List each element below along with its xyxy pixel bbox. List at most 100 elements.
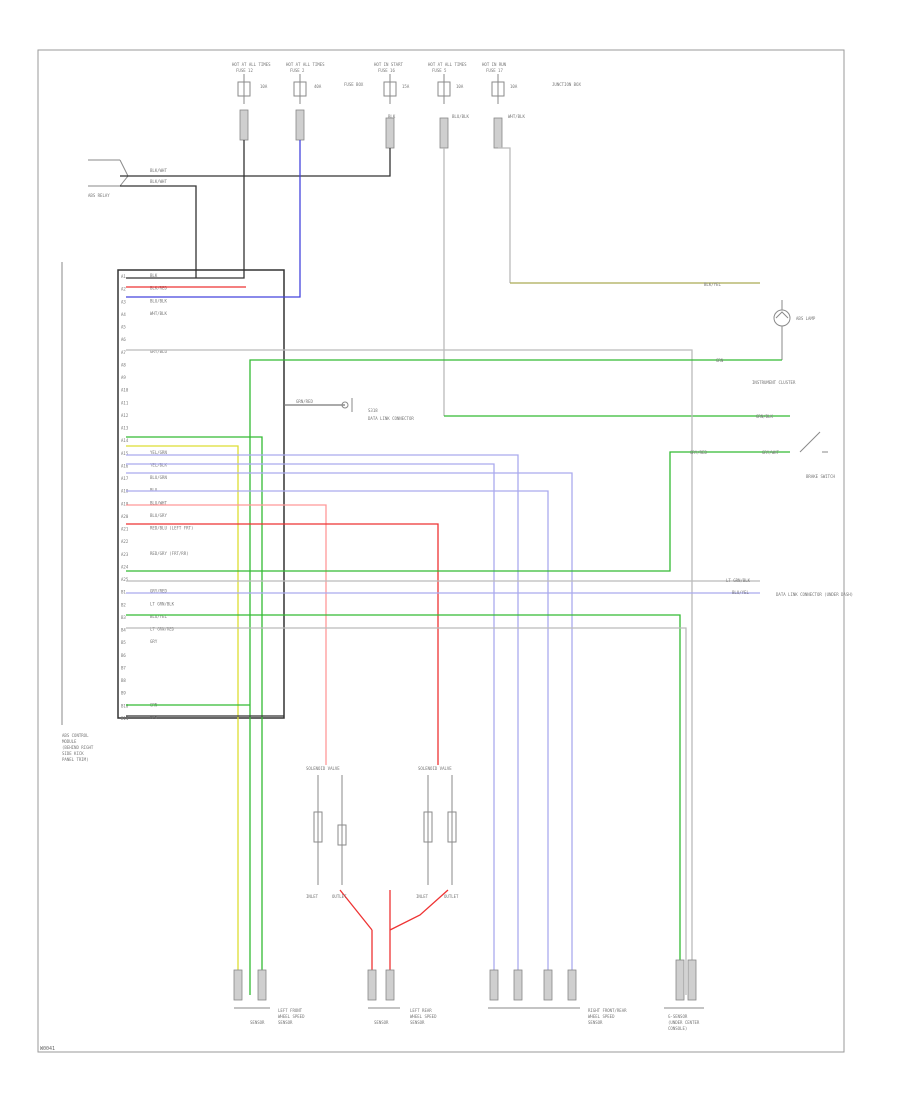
wire-red-mid	[339, 889, 449, 995]
wire-a17	[126, 454, 519, 995]
ecu-pin-wire: BLK	[150, 273, 158, 278]
ecu-pin-wire: BLK/RED	[150, 286, 167, 291]
ecu-pin-wire: BLU/GRY	[150, 513, 167, 518]
ecu-pin-wire: WHT/BLK	[150, 311, 167, 316]
ecu-pin-number: B11	[121, 716, 129, 721]
top-connector-2	[295, 109, 305, 141]
ecu-pin-number: B4	[121, 628, 126, 633]
sensor-right: RIGHT FRONT/REAR WHEEL SPEED SENSOR	[488, 969, 627, 1025]
gry-red-label: GRY/RED	[690, 450, 707, 455]
ecu-pin-number: A20	[121, 514, 129, 519]
ecu-pin-number: A12	[121, 413, 129, 418]
ecu-pin-wire: RED/GRY (FRT/RR)	[150, 551, 189, 556]
sensor-3-l1: RIGHT FRONT/REAR	[588, 1008, 627, 1013]
ecu-pin-number: B7	[121, 665, 126, 670]
ecu-pin-number: A18	[121, 489, 129, 494]
fuse-2-circuit: HOT AT ALL TIMES	[286, 62, 325, 67]
ecu-pin-wire: GRY/BLU	[150, 349, 167, 354]
sensor-1-l2: WHEEL SPEED	[278, 1014, 305, 1019]
fuse-1-circuit: HOT AT ALL TIMES	[232, 62, 271, 67]
ecu-pin-number: A11	[121, 400, 129, 405]
ecu-pin-number: A4	[121, 312, 126, 317]
ecu-pin-wire: YEL/GRN	[150, 450, 167, 455]
fuse-5-size: 10A	[510, 84, 518, 89]
ecu-name-4: SIDE KICK	[62, 751, 84, 756]
wire-grn-lamp	[249, 359, 782, 995]
ecu-pin-number: B10	[121, 703, 129, 708]
ecu-pin-wire: BLU	[150, 488, 158, 493]
brake-label: BRAKE SWITCH	[806, 474, 835, 479]
dlc-1: LT GRN/BLK	[726, 578, 751, 583]
sensor-4-l3: CONSOLE)	[668, 1026, 687, 1031]
ecu-pin-number: B3	[121, 615, 126, 620]
sensor-2-l1: LEFT REAR	[410, 1008, 432, 1013]
top-fuse-group: HOT AT ALL TIMES FUSE 12 10A HOT AT ALL …	[232, 62, 581, 119]
ecu-pin-number: B2	[121, 602, 126, 607]
fuse-3-circuit: HOT IN START	[374, 62, 403, 67]
solenoid-1-in: INLET	[306, 894, 319, 899]
ecu-pin-wire: BLK	[150, 715, 158, 720]
sensor-3-l3: SENSOR	[588, 1020, 603, 1025]
junction-box-label: JUNCTION BOX	[552, 82, 581, 87]
sensor-left-front: SENSOR LEFT FRONT WHEEL SPEED SENSOR	[233, 969, 305, 1025]
ecu-pin-number: A23	[121, 552, 129, 557]
ecu-name-3: (BEHIND RIGHT	[62, 745, 94, 750]
cluster-label: INSTRUMENT CLUSTER	[752, 380, 796, 385]
ecu-name-2: MODULE	[62, 739, 77, 744]
relay-wire-1: BLK/WHT	[150, 168, 167, 173]
splice-junction: GRN/RED S318 DATA LINK CONNECTOR	[296, 398, 414, 421]
wire-f2-blu	[126, 140, 301, 298]
sensor-4-l1: G-SENSOR	[668, 1014, 688, 1019]
top-connector-3	[385, 117, 395, 149]
g-sensor: G-SENSOR (UNDER CENTER CONSOLE)	[664, 959, 704, 1031]
sensor-1-l3: SENSOR	[278, 1020, 293, 1025]
ecu-pin-number: A17	[121, 476, 129, 481]
fuse-4-size: 10A	[456, 84, 464, 89]
ecu-pin-number: A19	[121, 501, 129, 506]
wire-a19	[126, 472, 573, 995]
wire-b4	[126, 614, 681, 995]
ecu-pin-number: A15	[121, 451, 129, 456]
wire-f1	[126, 140, 245, 279]
ecu-pin-number: B8	[121, 678, 126, 683]
solenoid-2-in: INLET	[416, 894, 429, 899]
dlc-name: DATA LINK CONNECTOR (UNDER DASH)	[776, 592, 853, 597]
right-labels: BLK/YEL ABS LAMP GRN INSTRUMENT CLUSTER …	[690, 282, 853, 597]
ecu-pin-wire: LT GRN/RED	[150, 627, 175, 632]
ecu-pin-wire: BLU/WHT	[150, 500, 167, 505]
brake-switch	[799, 431, 828, 453]
top-connector-4	[439, 117, 449, 149]
solenoid-1-top: SOLENOID VALVE	[306, 766, 340, 771]
abs-relay: BLK/WHT BLK/WHT ABS RELAY	[88, 159, 167, 198]
ecu-pin-number: B1	[121, 590, 126, 595]
sensor-3-l2: WHEEL SPEED	[588, 1014, 615, 1019]
diagram-code: W0041	[40, 1046, 55, 1052]
wire-b1	[126, 451, 790, 572]
w-label-blu: BLU/BLK	[452, 114, 469, 119]
fuse-2-name: FUSE 2	[290, 68, 305, 73]
ecu-pin-number: B9	[121, 691, 126, 696]
solenoid-valve-right: SOLENOID VALVE INLET OUTLET	[416, 766, 459, 899]
wire-a15	[126, 436, 263, 995]
wire-a21	[126, 504, 327, 765]
ecu-pin-number: A6	[121, 337, 126, 342]
ecu-pin-number: A25	[121, 577, 129, 582]
diagram-frame	[37, 49, 845, 1053]
wire-a7	[126, 349, 693, 995]
ecu-pin-number: A3	[121, 299, 126, 304]
lamp-label: ABS LAMP	[796, 316, 816, 321]
relay-label: ABS RELAY	[88, 193, 110, 198]
wire-a16	[126, 445, 239, 995]
svg-text:SENSOR: SENSOR	[374, 1020, 389, 1025]
ecu-pin-number: A9	[121, 375, 126, 380]
ecu-pin-number: B5	[121, 640, 126, 645]
svg-text:SENSOR: SENSOR	[250, 1020, 265, 1025]
fuse-3-size: 15A	[402, 84, 410, 89]
top-connector-1	[239, 109, 249, 141]
fuse-5-name: FUSE 17	[486, 68, 503, 73]
ecu-pin-wire: RED/BLU (LEFT FRT)	[150, 526, 193, 531]
lamp-wire: BLK/YEL	[704, 282, 721, 287]
solenoid-2-top: SOLENOID VALVE	[418, 766, 452, 771]
ecu-pin-number: A13	[121, 426, 129, 431]
w-label-wht: WHT/BLK	[508, 114, 525, 119]
